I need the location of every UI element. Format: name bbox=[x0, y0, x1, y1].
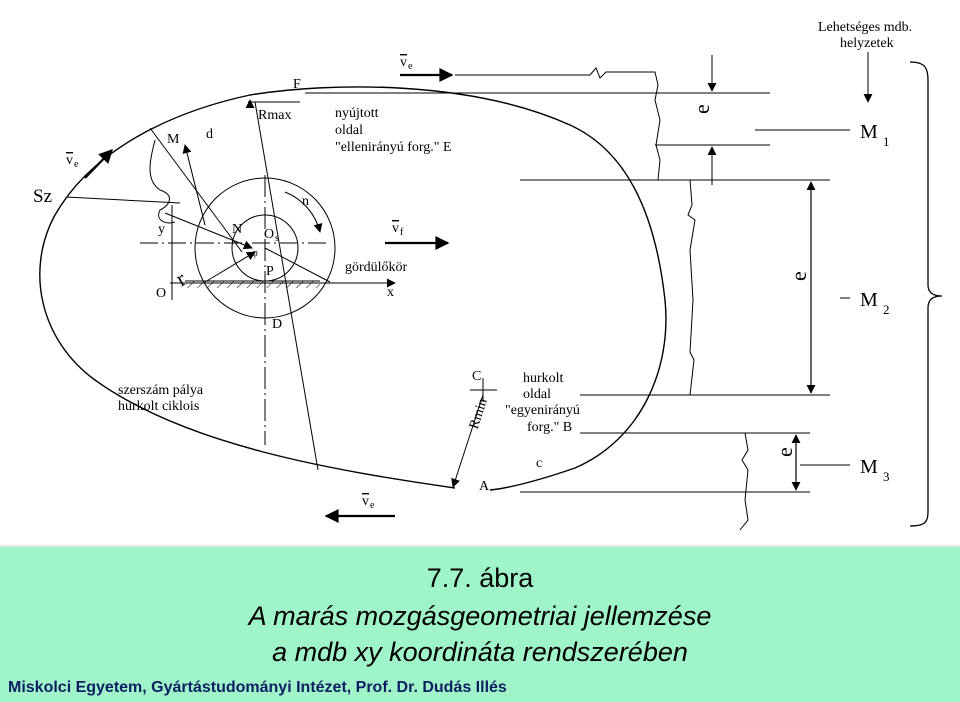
label-szerszam-1: szerszám pálya bbox=[118, 383, 204, 398]
label-y: y bbox=[158, 222, 165, 237]
label-hurkolt-1: hurkolt bbox=[523, 371, 564, 386]
tool-path-outer bbox=[39, 86, 667, 491]
wavy-edge-mid bbox=[687, 179, 696, 396]
label-lehetseges-1: Lehetséges mdb. bbox=[818, 20, 912, 35]
label-M3: M bbox=[860, 456, 878, 478]
label-Os: O bbox=[264, 227, 274, 242]
label-A: A bbox=[479, 479, 490, 494]
label-e1: e bbox=[689, 104, 714, 114]
label-szerszam-2: hurkolt ciklois bbox=[118, 399, 199, 414]
label-ve-left: v bbox=[66, 153, 73, 168]
label-nyujtott-1: nyújtott bbox=[335, 106, 379, 121]
label-P: P bbox=[266, 264, 274, 279]
label-D: D bbox=[272, 317, 282, 332]
ve-arrow-left bbox=[84, 148, 113, 179]
label-M-point: M bbox=[167, 132, 180, 147]
r-arrow bbox=[204, 251, 256, 283]
label-M3-sub: 3 bbox=[883, 469, 890, 484]
Rmin-dim bbox=[451, 394, 484, 488]
tool-path-inner bbox=[149, 139, 176, 224]
label-phi: φ bbox=[252, 248, 258, 259]
diagram-panel: Lehetséges mdb. helyzetek F v e Rmax d M… bbox=[0, 0, 960, 547]
hatch-strip bbox=[185, 281, 320, 288]
label-Os-sub: s bbox=[275, 233, 279, 244]
label-M2-sub: 2 bbox=[883, 302, 890, 317]
surface-line-top bbox=[455, 67, 661, 181]
label-hurkolt-3: "egyenirányú bbox=[505, 403, 580, 418]
label-M2: M bbox=[860, 289, 878, 311]
label-Sz: Sz bbox=[33, 186, 52, 207]
milling-diagram: Lehetséges mdb. helyzetek F v e Rmax d M… bbox=[33, 20, 943, 531]
label-nyujtott-3: "ellenirányú forg." E bbox=[335, 140, 452, 155]
label-hurkolt-4: forg." B bbox=[527, 420, 572, 435]
label-vf: v bbox=[392, 221, 399, 236]
label-ve-top: v bbox=[400, 55, 407, 70]
footer-credit: Miskolci Egyetem, Gyártástudományi Intéz… bbox=[8, 679, 507, 696]
line-Os-D bbox=[264, 247, 331, 283]
label-N: N bbox=[232, 222, 242, 237]
label-d: d bbox=[206, 127, 213, 142]
label-C: C bbox=[472, 369, 481, 384]
label-gordulokor: gördülőkör bbox=[345, 260, 408, 275]
label-ve-left-sub: e bbox=[74, 159, 79, 170]
label-e2: e bbox=[786, 271, 811, 281]
label-nyujtott-2: oldal bbox=[335, 123, 363, 138]
label-c: c bbox=[536, 456, 542, 471]
label-Rmax: Rmax bbox=[258, 108, 291, 123]
figure-title: A marás mozgásgeometriai jellemzése bbox=[248, 601, 712, 631]
label-ve-bottom: v bbox=[362, 494, 369, 509]
figure-subtitle: a mdb xy koordináta rendszerében bbox=[272, 637, 688, 667]
label-x: x bbox=[387, 285, 394, 300]
label-ve-bottom-sub: e bbox=[370, 500, 375, 511]
phi-arrow bbox=[164, 212, 253, 250]
label-F: F bbox=[293, 77, 301, 92]
label-M1-sub: 1 bbox=[883, 134, 890, 149]
label-r: r bbox=[171, 266, 190, 292]
label-vf-sub: f bbox=[400, 227, 404, 238]
label-O: O bbox=[156, 286, 166, 301]
label-M1: M bbox=[860, 121, 878, 143]
label-ve-top-sub: e bbox=[408, 61, 413, 72]
label-lehetseges-2: helyzetek bbox=[840, 36, 894, 51]
label-hurkolt-2: oldal bbox=[523, 387, 551, 402]
Sz-leader bbox=[65, 196, 181, 204]
label-Rmin: Rmin bbox=[467, 397, 491, 431]
figure-number: 7.7. ábra bbox=[426, 563, 534, 593]
label-e3: e bbox=[772, 447, 797, 457]
wavy-edge-bottom bbox=[739, 432, 749, 531]
label-n: n bbox=[302, 194, 309, 209]
d-dim-arrow bbox=[182, 144, 206, 226]
right-brace bbox=[909, 61, 943, 527]
line-Rmax bbox=[254, 101, 319, 471]
rotation-arc-n bbox=[284, 191, 323, 233]
